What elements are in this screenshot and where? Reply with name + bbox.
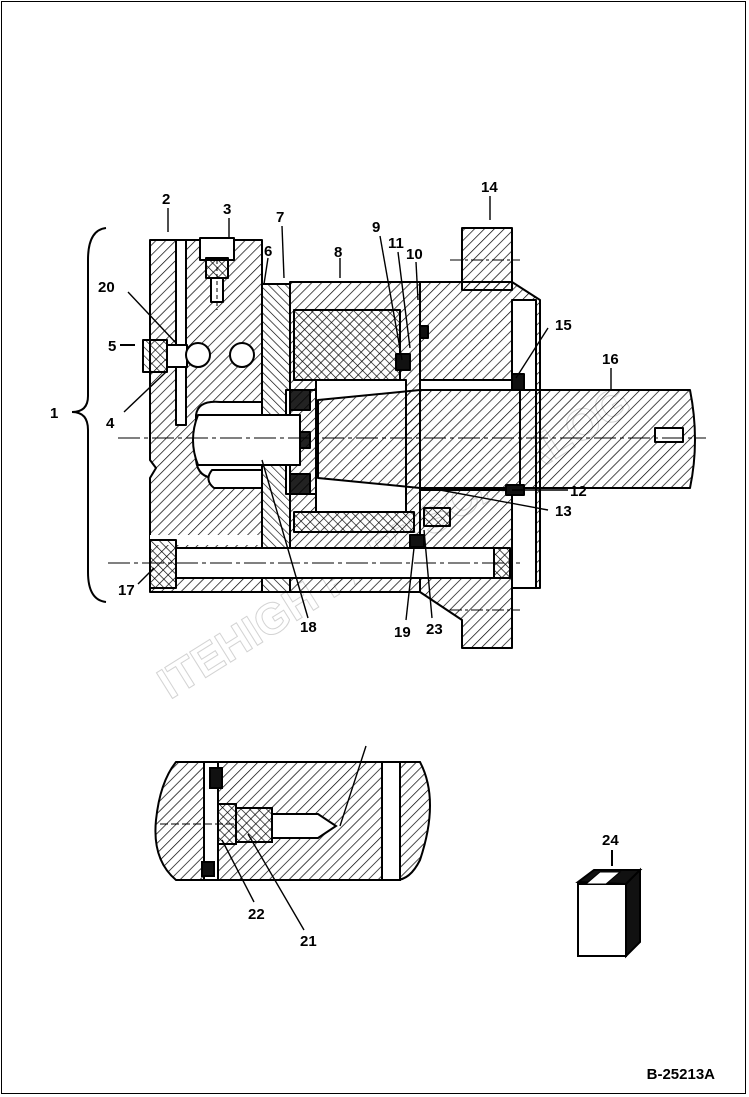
callout-21: 21 (300, 933, 317, 950)
end-cap-bore (175, 239, 187, 426)
seal-10 (419, 325, 429, 339)
detail-view (154, 761, 431, 881)
lower-channel (207, 469, 263, 489)
seal-19 (409, 534, 425, 548)
callout-4: 4 (106, 415, 115, 432)
check-ball-2 (229, 342, 255, 368)
seal-9 (395, 353, 411, 371)
mounting-flange-top (461, 227, 513, 291)
callout-19: 19 (394, 624, 411, 641)
tie-bolt-head (149, 539, 177, 589)
plug-cap (199, 237, 235, 261)
callout-24: 24 (602, 832, 619, 849)
callout-18: 18 (300, 619, 317, 636)
body-bore-upper (293, 309, 401, 381)
output-shaft (317, 389, 696, 489)
callout-1: 1 (50, 405, 58, 422)
check-ball (185, 342, 211, 368)
callout-12: 12 (570, 483, 587, 500)
check-plug (142, 339, 168, 373)
callout-5: 5 (108, 338, 116, 355)
callout-11: 11 (388, 235, 404, 252)
callout-labels: 1 2 3 4 5 6 7 8 9 10 11 12 13 14 15 16 1… (50, 179, 619, 950)
callout-22: 22 (248, 906, 265, 923)
box-front (577, 883, 627, 957)
callout-17: 17 (118, 582, 135, 599)
assembly-brace (71, 227, 107, 603)
callout-20: 20 (98, 279, 115, 296)
callout-15: 15 (555, 317, 572, 334)
callout-8: 8 (334, 244, 342, 261)
seal-kit-box (575, 850, 643, 959)
callout-16: 16 (602, 351, 619, 368)
callout-7: 7 (276, 209, 284, 226)
callout-14: 14 (481, 179, 498, 196)
detail-screw-shank (271, 813, 338, 839)
callout-6: 6 (264, 243, 272, 260)
drawing-number: B-25213A (646, 1066, 715, 1083)
detail-screw-body (235, 807, 273, 843)
detail-leaders (221, 745, 367, 931)
callout-3: 3 (223, 201, 231, 218)
callout-10: 10 (406, 246, 423, 263)
leader-lines (123, 196, 612, 621)
box-side (625, 867, 641, 959)
centerlines (108, 259, 706, 611)
drive-link (192, 414, 301, 466)
callout-2: 2 (162, 191, 170, 208)
seal-15 (511, 373, 525, 391)
callout-23: 23 (426, 621, 443, 638)
screw-23 (423, 507, 451, 527)
callout-9: 9 (372, 219, 380, 236)
callout-13: 13 (555, 503, 572, 520)
